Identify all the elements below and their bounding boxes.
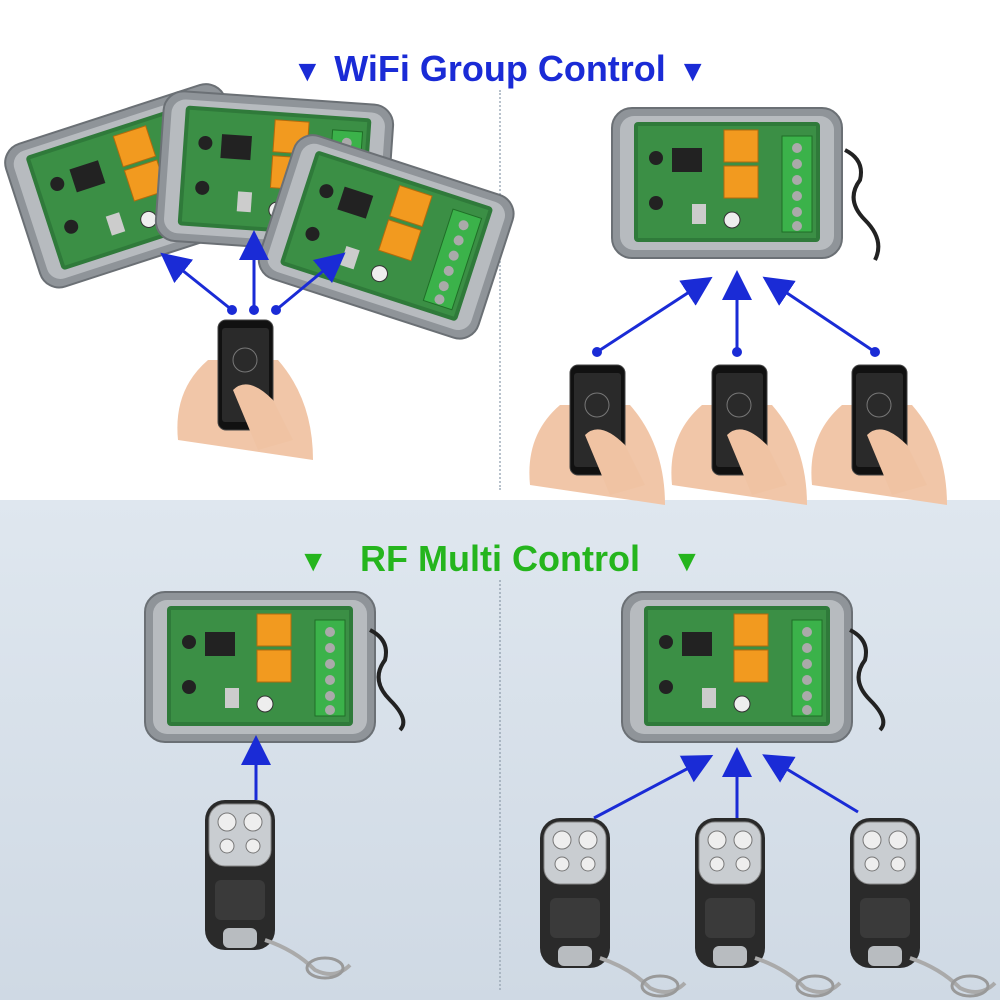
down-arrow-icon: ▼: [292, 55, 323, 88]
phone-in-hand: [810, 364, 948, 506]
panel-divider: [499, 580, 501, 990]
down-arrow-icon: ▼: [677, 55, 708, 88]
down-arrow-icon: ▼: [671, 545, 702, 578]
phone-in-hand: [670, 364, 808, 506]
rf-multi-title-text: RF Multi Control: [360, 538, 640, 579]
panel-divider: [499, 90, 501, 490]
antenna-wire: [844, 148, 881, 261]
receiver-module: [611, 107, 843, 259]
control-arrows: [596, 270, 876, 354]
rf-multi-title: ▼ RF Multi Control ▼: [0, 538, 1000, 580]
phone-in-hand: [528, 364, 666, 506]
control-arrows: [593, 747, 859, 820]
remote-key-fob: [693, 816, 842, 998]
wifi-group-title-text: WiFi Group Control: [334, 48, 666, 89]
wifi-group-title: ▼ WiFi Group Control ▼: [0, 48, 1000, 90]
remote-key-fob: [203, 798, 352, 980]
receiver-module: [621, 591, 853, 743]
antenna-wire: [849, 628, 886, 732]
down-arrow-icon: ▼: [298, 545, 329, 578]
receiver-module: [252, 129, 520, 345]
phone-in-hand: [176, 319, 314, 461]
antenna-wire: [369, 628, 406, 732]
control-arrows: [160, 230, 346, 312]
receiver-module: [144, 591, 376, 743]
remote-key-fob: [848, 816, 997, 998]
remote-key-fob: [538, 816, 687, 998]
